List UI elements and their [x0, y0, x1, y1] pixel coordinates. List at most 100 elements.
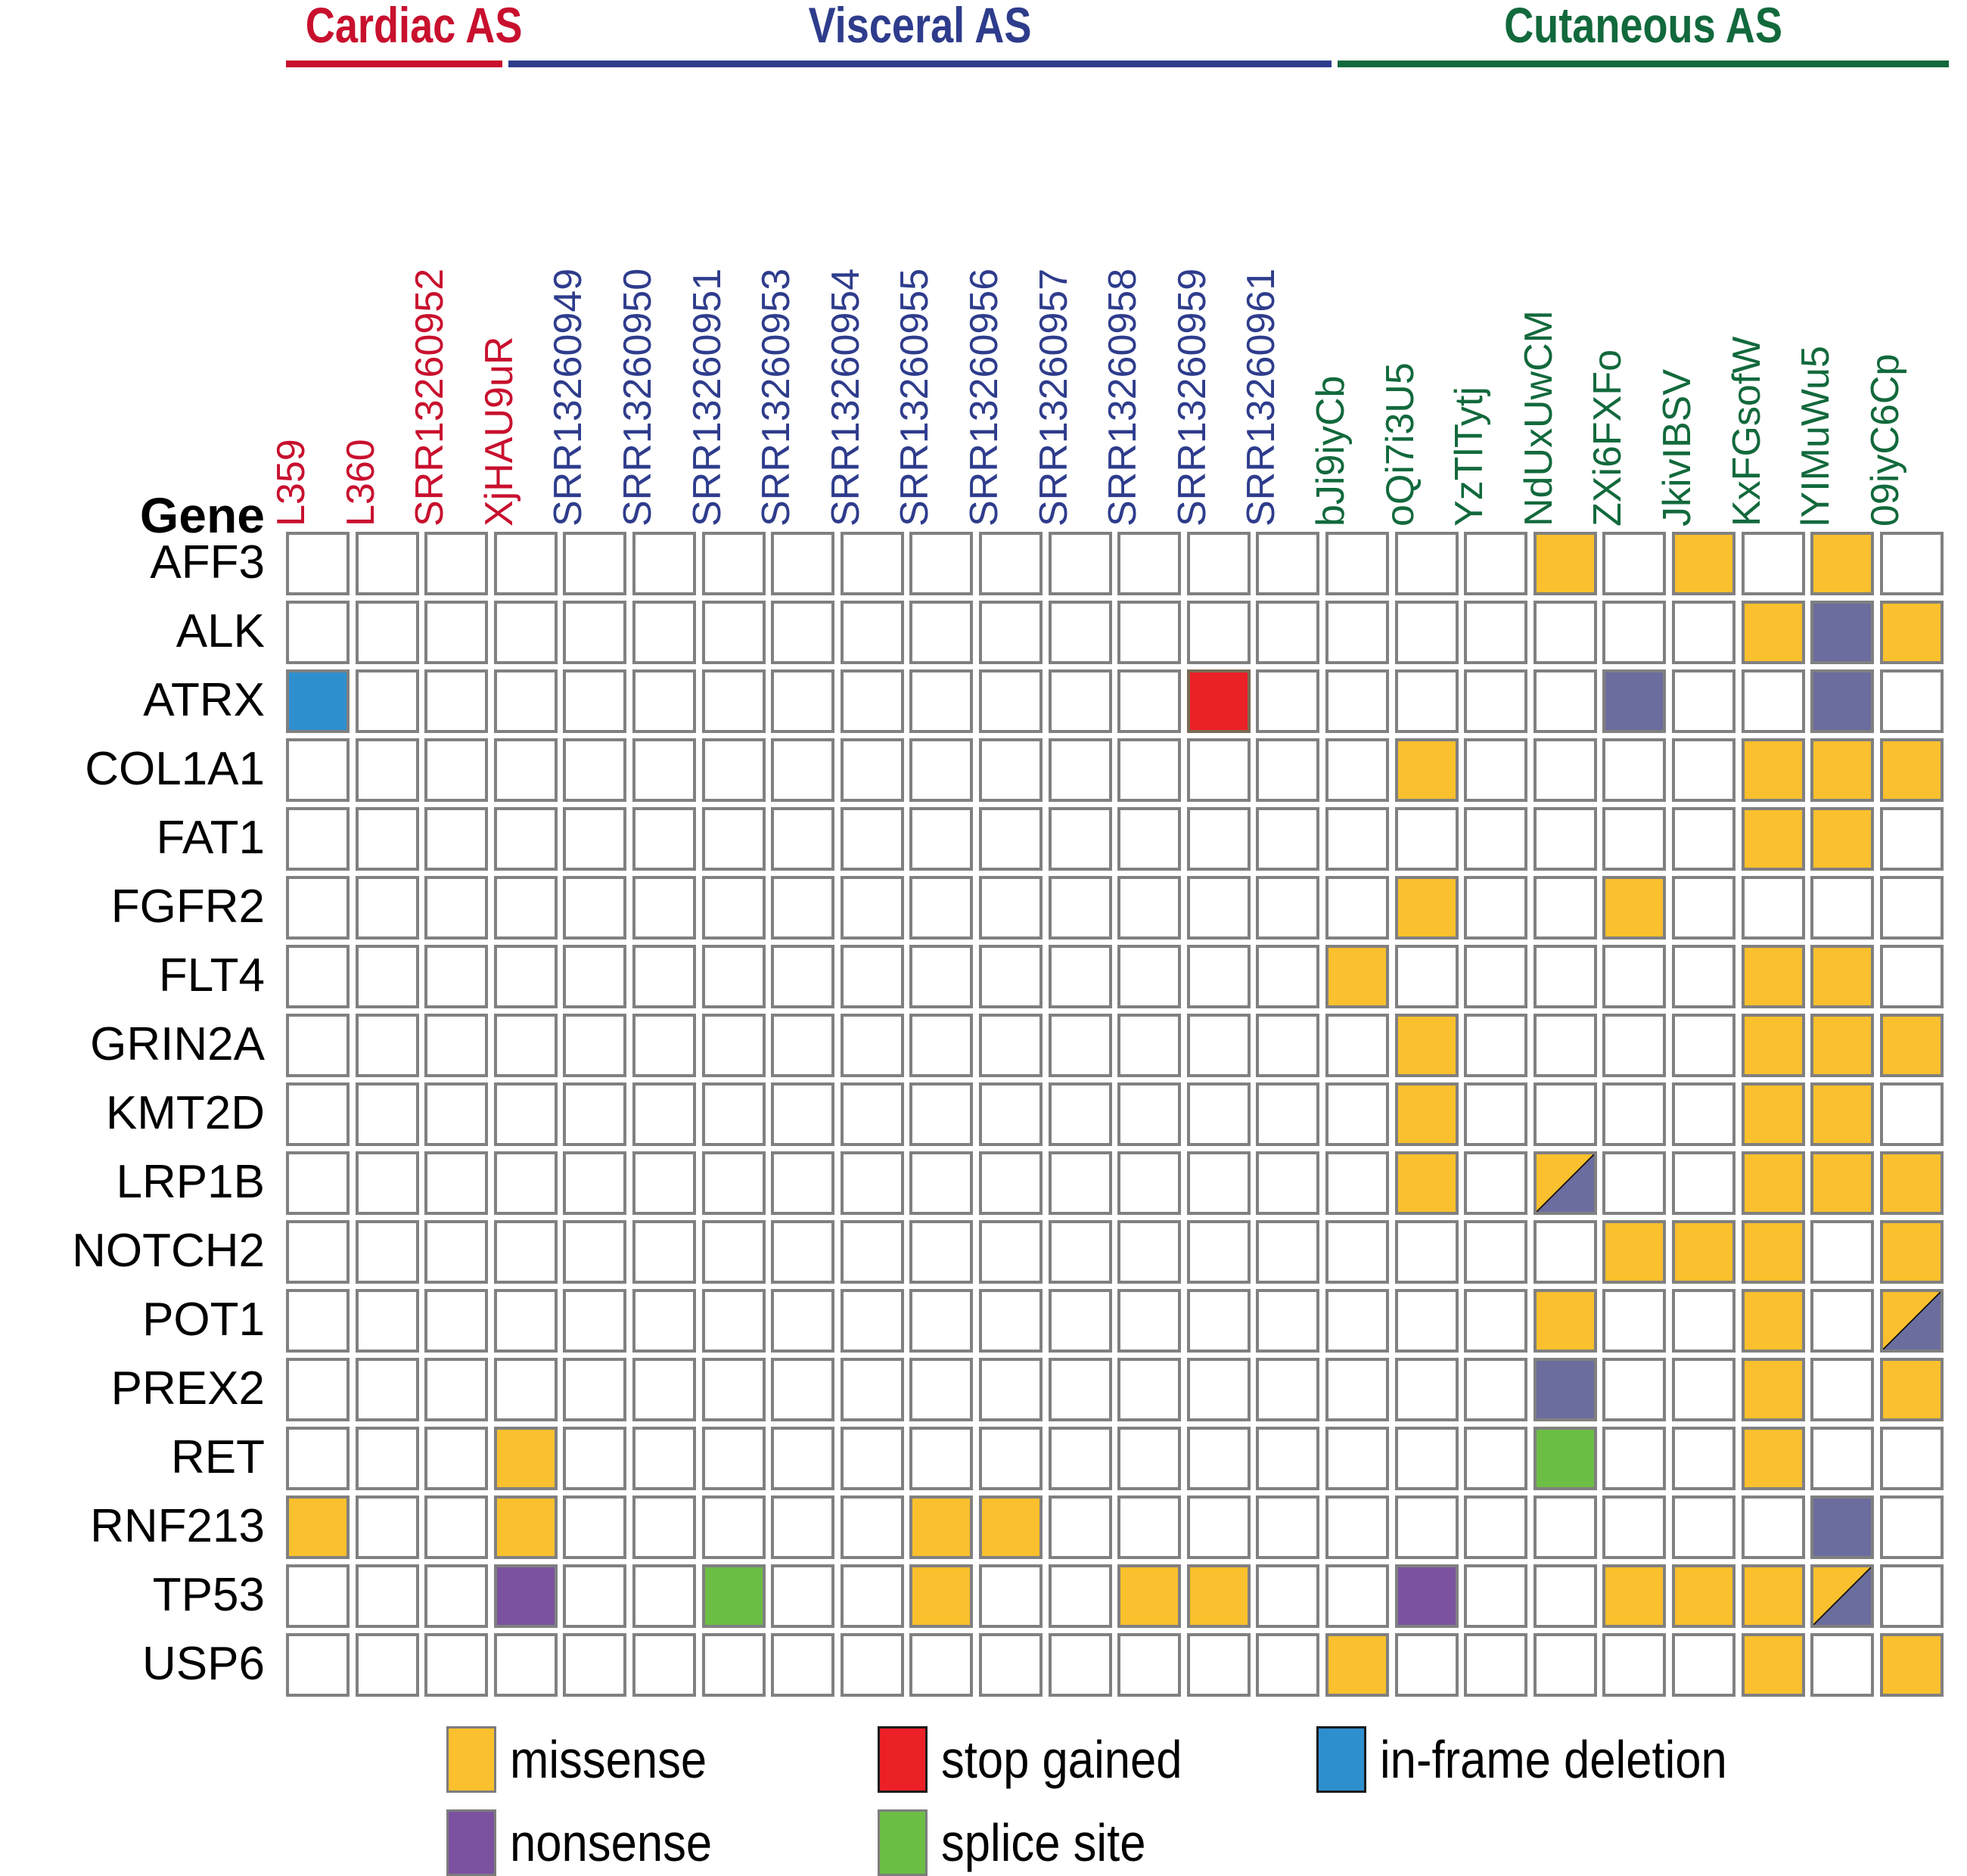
matrix-cell: [563, 1427, 627, 1490]
matrix-cell: [1325, 807, 1389, 871]
matrix-cell: [1186, 945, 1251, 1008]
matrix-cell: [493, 1289, 558, 1353]
matrix-cell: [979, 876, 1043, 940]
matrix-cell: [1533, 807, 1597, 871]
matrix-cell: [286, 1564, 350, 1628]
matrix-cell: [1325, 1014, 1389, 1077]
matrix-cell: [1879, 945, 1944, 1008]
matrix-cell: [1048, 1289, 1112, 1353]
matrix-cell: [424, 1496, 489, 1559]
matrix-cell: [1394, 1082, 1459, 1146]
column-header-ZXi6FXFo: ZXi6FXFo: [1586, 87, 1652, 528]
legend-swatch-in_frame_deletion: [1316, 1726, 1366, 1793]
matrix-cell: [1048, 738, 1112, 802]
matrix-cell: [1810, 945, 1875, 1008]
matrix-cell: [979, 1151, 1043, 1215]
matrix-cell: [1533, 1082, 1597, 1146]
matrix-cell: [424, 1082, 489, 1146]
matrix-cell: [840, 601, 904, 664]
matrix-cell: [493, 1633, 558, 1697]
matrix-cell: [286, 738, 350, 802]
matrix-cell: [632, 1151, 696, 1215]
matrix-cell: [1464, 1151, 1528, 1215]
group-rule-cardiac: [286, 61, 502, 67]
matrix-cell: [701, 1496, 766, 1559]
matrix-cell: [1810, 1633, 1875, 1697]
matrix-cell: [1464, 1496, 1528, 1559]
matrix-cell: [701, 1564, 766, 1628]
matrix-cell: [1741, 1014, 1805, 1077]
column-header-label: SRR13260954: [823, 268, 868, 526]
column-header-label: SRR13260951: [685, 268, 729, 526]
matrix-cell: [1879, 669, 1944, 733]
matrix-cell: [771, 945, 835, 1008]
column-header-KxFGsofW: KxFGsofW: [1725, 87, 1791, 528]
column-header-label: SRR13260958: [1101, 268, 1145, 526]
matrix-cell: [1048, 1496, 1112, 1559]
column-header-label: SRR13260950: [616, 268, 660, 526]
matrix-cell: [1256, 1014, 1320, 1077]
column-header-label: SRR13260952: [408, 268, 452, 526]
matrix-cell: [1394, 807, 1459, 871]
column-header-label: YzTlTytj: [1447, 387, 1492, 526]
matrix-cell: [1186, 1427, 1251, 1490]
matrix-cell: [979, 1427, 1043, 1490]
matrix-cell: [1256, 1151, 1320, 1215]
matrix-cell: [1533, 1564, 1597, 1628]
matrix-cell: [1394, 738, 1459, 802]
matrix-cell: [1394, 532, 1459, 595]
matrix-cell: [1464, 876, 1528, 940]
matrix-cell: [286, 1427, 350, 1490]
matrix-cell: [286, 669, 350, 733]
matrix-cell: [1672, 1220, 1735, 1284]
matrix-cell: [701, 532, 766, 595]
matrix-cell: [1464, 1289, 1528, 1353]
matrix-cell: [1464, 807, 1528, 871]
matrix-cell: [1602, 807, 1667, 871]
column-header-NdUxUwCM: NdUxUwCM: [1517, 87, 1583, 528]
matrix-cell: [1256, 532, 1320, 595]
matrix-cell: [1464, 601, 1528, 664]
matrix-cell: [632, 1014, 696, 1077]
gene-label-RET: RET: [171, 1431, 265, 1483]
matrix-cell: [493, 1496, 558, 1559]
matrix-cell: [1256, 1082, 1320, 1146]
matrix-cell: [1256, 1220, 1320, 1284]
matrix-cell: [493, 1151, 558, 1215]
matrix-cell: [424, 1289, 489, 1353]
column-header-YzTlTytj: YzTlTytj: [1447, 87, 1514, 528]
matrix-cell: [632, 1633, 696, 1697]
matrix-cell: [563, 1082, 627, 1146]
matrix-cell: [1186, 1358, 1251, 1421]
group-title-cutaneous: Cutaneous AS: [1504, 0, 1782, 53]
matrix-cell: [1117, 1427, 1182, 1490]
matrix-cell: [909, 669, 974, 733]
matrix-cell: [563, 945, 627, 1008]
matrix-cell: [771, 738, 835, 802]
matrix-cell: [424, 1564, 489, 1628]
matrix-cell: [1256, 601, 1320, 664]
matrix-cell: [909, 1358, 974, 1421]
matrix-cell: [1048, 945, 1112, 1008]
matrix-cell: [1117, 1289, 1182, 1353]
matrix-cell: [1602, 1358, 1667, 1421]
matrix-cell: [1741, 1289, 1805, 1353]
matrix-cell: [1533, 1427, 1597, 1490]
matrix-cell: [493, 738, 558, 802]
matrix-cell: [355, 807, 419, 871]
matrix-cell: [1672, 1496, 1735, 1559]
matrix-cell: [1672, 1427, 1735, 1490]
cell-split-triangle: [1813, 1567, 1872, 1625]
matrix-cell: [563, 1633, 627, 1697]
matrix-cell: [909, 1427, 974, 1490]
matrix-cell: [1879, 807, 1944, 871]
matrix-cell: [1186, 532, 1251, 595]
matrix-cell: [979, 669, 1043, 733]
matrix-cell: [1394, 1220, 1459, 1284]
matrix-cell: [1464, 532, 1528, 595]
matrix-cell: [563, 876, 627, 940]
matrix-cell: [493, 945, 558, 1008]
matrix-cell: [1256, 807, 1320, 871]
gene-label-ALK: ALK: [176, 605, 265, 657]
legend-label-missense: missense: [510, 1730, 707, 1789]
